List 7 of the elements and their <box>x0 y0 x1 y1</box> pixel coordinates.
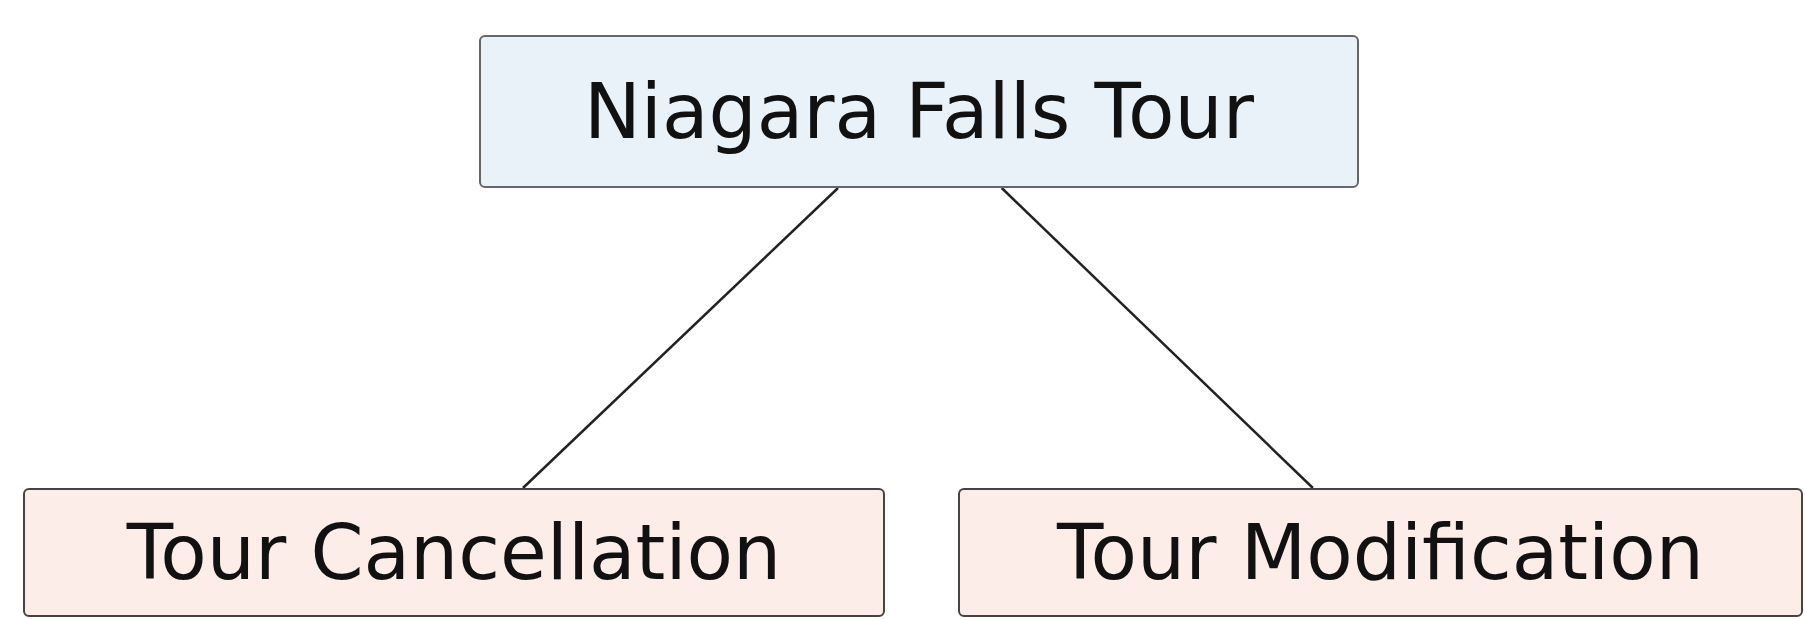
subtopic-box <box>23 488 885 617</box>
root-topic-box <box>479 35 1359 188</box>
connector-line <box>522 187 839 489</box>
subtopic-box <box>958 488 1803 617</box>
connector-line <box>1000 187 1314 489</box>
node-label: Tour Cancellation <box>126 514 782 591</box>
node-label: Tour Modification <box>1057 514 1704 591</box>
